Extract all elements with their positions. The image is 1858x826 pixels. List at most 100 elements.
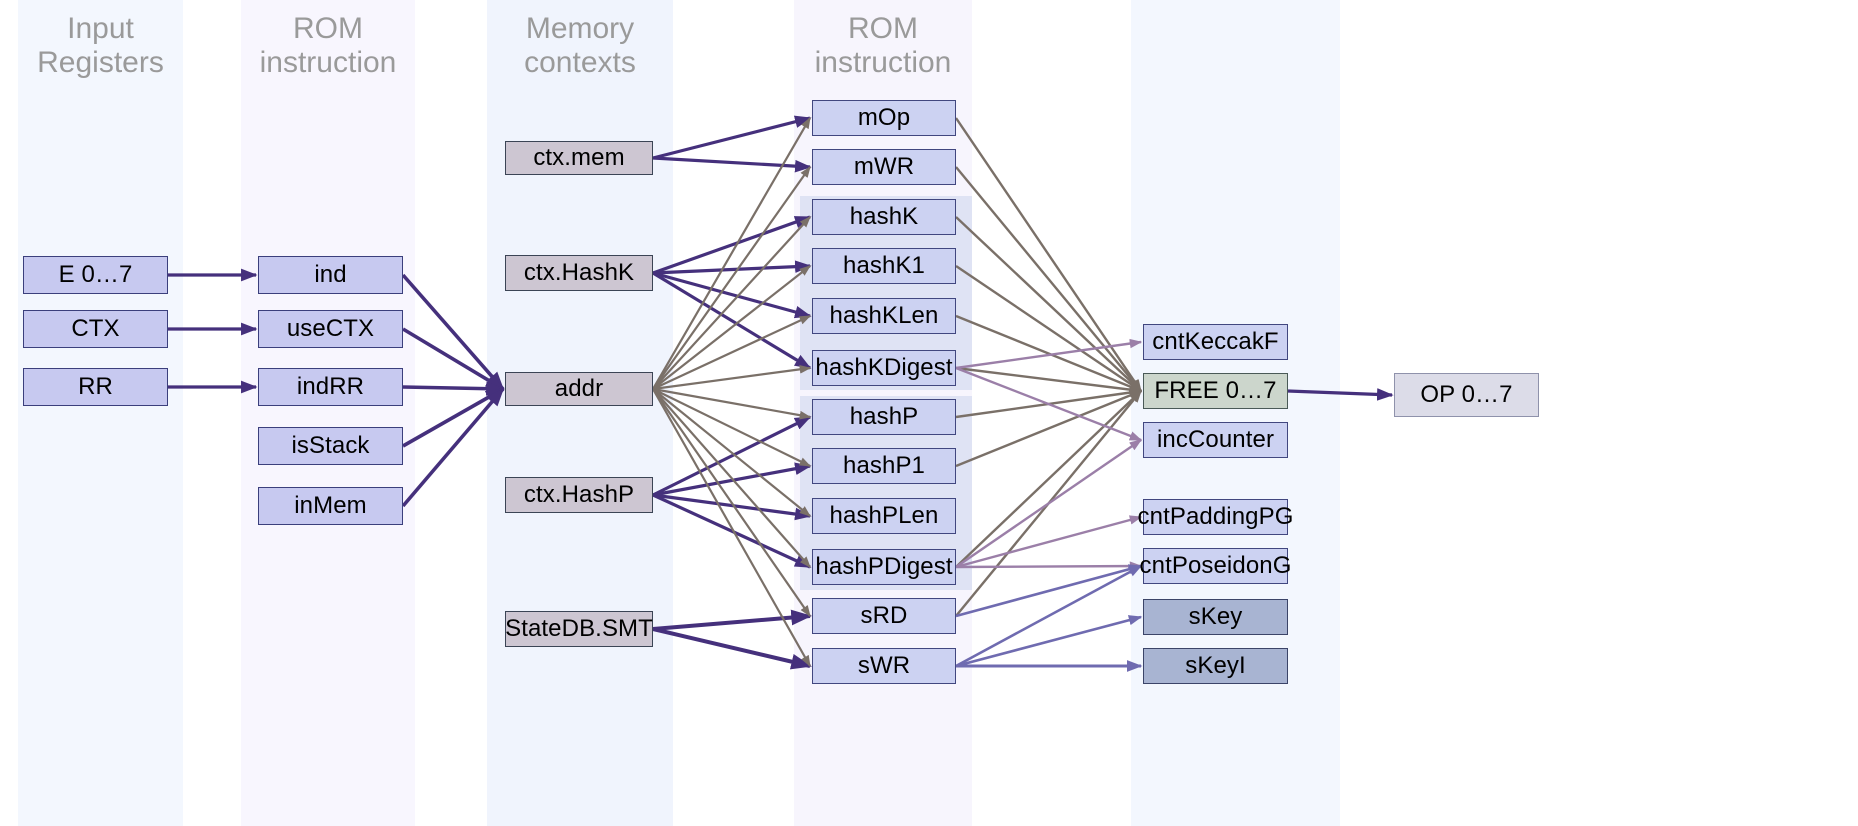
column-heading-rom-instruction-1: ROM instruction (259, 12, 397, 79)
node-free07[interactable]: FREE 0…7 (1143, 373, 1288, 409)
node-label: sRD (860, 602, 908, 629)
node-label: cntPoseidonG (1139, 552, 1292, 579)
node-label: inMem (294, 492, 367, 519)
column-heading-input-registers: Input Registers (37, 12, 164, 79)
node-label: hashK (849, 203, 919, 230)
node-ind[interactable]: ind (258, 256, 403, 294)
edge-addr-to-hashPLen (652, 388, 811, 517)
node-ctx[interactable]: CTX (23, 310, 168, 348)
edge-indRR-to-addr (402, 381, 505, 396)
node-label: hashKLen (829, 302, 939, 329)
edge-hashPDigest-to-cntPaddingPG (955, 515, 1143, 569)
node-label: sWR (857, 652, 911, 679)
node-label: FREE 0…7 (1154, 377, 1277, 404)
node-hashKDigest[interactable]: hashKDigest (812, 350, 956, 386)
node-op07[interactable]: OP 0…7 (1394, 373, 1539, 417)
node-sKey[interactable]: sKey (1143, 599, 1288, 635)
node-ctx-mem[interactable]: ctx.mem (505, 141, 653, 175)
node-mOp[interactable]: mOp (812, 100, 956, 136)
node-indRR[interactable]: indRR (258, 368, 403, 406)
edge-addr-to-hashP (652, 387, 812, 420)
node-e07[interactable]: E 0…7 (23, 256, 168, 294)
node-label: ind (314, 261, 347, 288)
node-inMem[interactable]: inMem (258, 487, 403, 525)
node-label: ctx.HashP (523, 481, 635, 508)
column-heading-memory-contexts: Memory contexts (524, 12, 636, 79)
edge-hashPDigest-to-incCounter (955, 439, 1143, 568)
column-heading-rom-instruction-2: ROM instruction (814, 12, 952, 79)
node-sKeyI[interactable]: sKeyI (1143, 648, 1288, 684)
edge-addr-to-hashP1 (652, 388, 812, 467)
node-mWR[interactable]: mWR (812, 149, 956, 185)
edge-ctx-hashp-to-hashP (652, 415, 812, 497)
edge-ctx-hashp-to-hashPDigest (652, 493, 812, 569)
node-label: useCTX (286, 315, 375, 342)
node-label: OP 0…7 (1420, 381, 1513, 408)
edge-ctx-hashk-to-hashKLen (652, 271, 812, 319)
node-label: StateDB.SMT (505, 615, 653, 642)
node-label: hashKDigest (815, 354, 953, 381)
node-rr[interactable]: RR (23, 368, 168, 406)
node-addr[interactable]: addr (505, 372, 653, 406)
node-label: mWR (853, 153, 915, 180)
edge-addr-to-mWR (652, 166, 811, 390)
node-label: sKey (1188, 603, 1243, 630)
node-cntKeccakF[interactable]: cntKeccakF (1143, 324, 1288, 360)
edge-isStack-to-addr (402, 387, 505, 448)
node-label: E 0…7 (58, 261, 133, 288)
edge-ctx-mem-to-mOp (652, 115, 812, 160)
node-hashK[interactable]: hashK (812, 199, 956, 235)
edge-addr-to-sRD (652, 388, 811, 617)
column-band-rom-instruction-1 (241, 0, 415, 826)
node-label: isStack (291, 432, 370, 459)
edge-hashPDigest-to-cntPoseidonG (955, 561, 1143, 571)
edge-ctx-hashk-to-hashK1 (652, 260, 812, 275)
node-label: hashP1 (843, 452, 925, 479)
node-label: cntPaddingPG (1137, 503, 1294, 530)
node-label: ctx.HashK (523, 259, 635, 286)
edge-mOp-to-free07 (955, 117, 1142, 393)
node-incCounter[interactable]: incCounter (1143, 422, 1288, 458)
edge-hashKLen-to-free07 (955, 314, 1143, 393)
node-statedb-smt[interactable]: StateDB.SMT (505, 611, 653, 647)
edge-statedb-smt-to-sWR (652, 627, 813, 670)
edge-hashK-to-free07 (955, 216, 1142, 392)
edge-ind-to-addr (401, 273, 505, 391)
edge-sRD-to-cntPoseidonG (955, 564, 1143, 618)
node-hashPDigest[interactable]: hashPDigest (812, 549, 956, 585)
column-band-output-counters (1131, 0, 1340, 826)
node-sRD[interactable]: sRD (812, 598, 956, 634)
edge-ctx-hashk-to-hashK (652, 215, 812, 275)
node-label: incCounter (1156, 426, 1275, 453)
node-ctx-hashk[interactable]: ctx.HashK (505, 255, 653, 291)
node-sWR[interactable]: sWR (812, 648, 956, 684)
edge-addr-to-sWR (652, 388, 811, 667)
node-label: indRR (296, 373, 365, 400)
node-hashP[interactable]: hashP (812, 399, 956, 435)
node-label: hashP (849, 403, 919, 430)
edge-addr-to-hashK1 (652, 265, 811, 390)
node-hashPLen[interactable]: hashPLen (812, 498, 956, 534)
edge-mWR-to-free07 (955, 166, 1142, 392)
node-cntPoseidonG[interactable]: cntPoseidonG (1140, 548, 1291, 584)
node-useCTX[interactable]: useCTX (258, 310, 403, 348)
node-ctx-hashp[interactable]: ctx.HashP (505, 477, 653, 513)
edge-ctx-mem-to-mWR (652, 156, 812, 173)
edge-addr-to-hashK (652, 216, 811, 390)
node-hashK1[interactable]: hashK1 (812, 248, 956, 284)
edge-useCTX-to-addr (402, 327, 505, 391)
node-hashP1[interactable]: hashP1 (812, 448, 956, 484)
node-isStack[interactable]: isStack (258, 427, 403, 465)
column-band-memory-contexts (487, 0, 673, 826)
node-label: addr (554, 375, 604, 402)
node-hashKLen[interactable]: hashKLen (812, 298, 956, 334)
node-cntPaddingPG[interactable]: cntPaddingPG (1138, 499, 1293, 535)
node-label: hashPDigest (815, 553, 953, 580)
edge-free07-to-op07 (1287, 388, 1394, 401)
node-label: sKeyI (1185, 652, 1246, 679)
edge-sWR-to-cntPoseidonG (955, 564, 1143, 668)
edge-hashK1-to-free07 (955, 265, 1143, 392)
